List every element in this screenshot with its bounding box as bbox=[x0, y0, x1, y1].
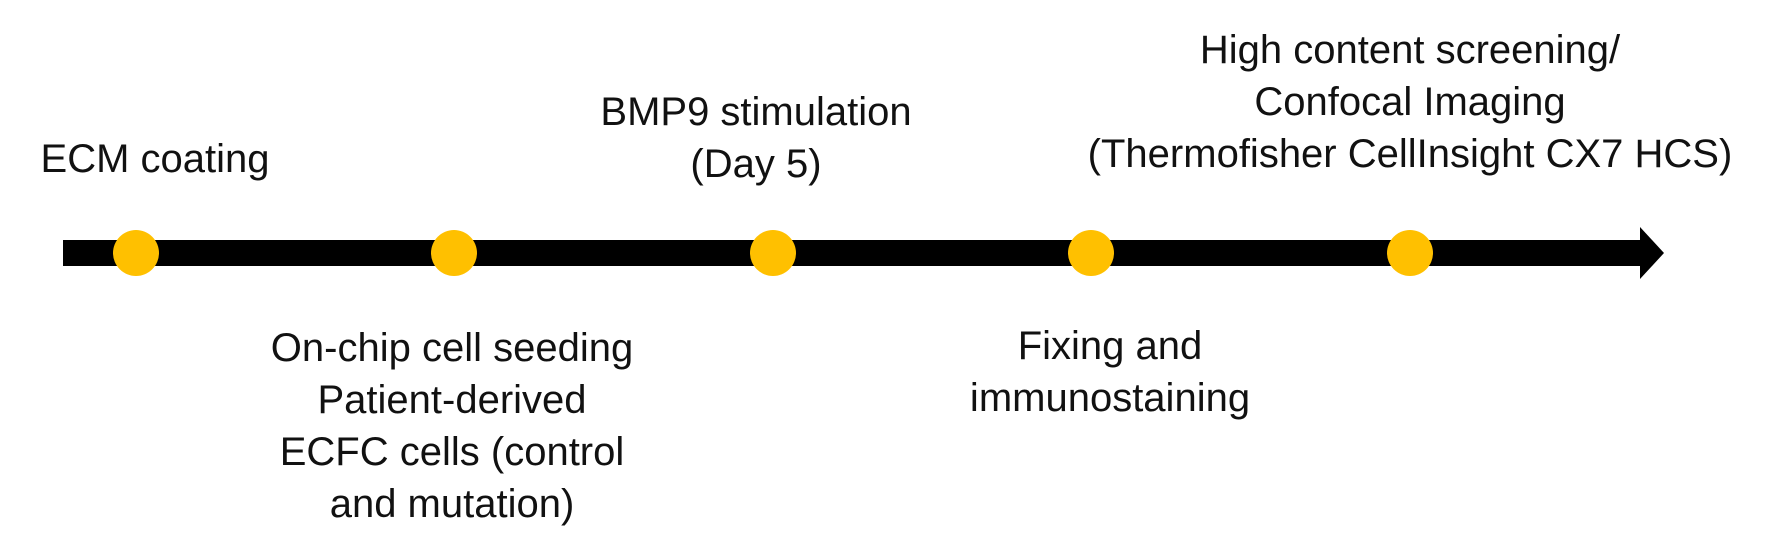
milestone-dot-imaging bbox=[1387, 230, 1433, 276]
label-line: Confocal Imaging bbox=[1254, 80, 1566, 124]
label-line: and mutation) bbox=[329, 482, 575, 526]
milestone-label-fixing: Fixing and immunostaining bbox=[970, 320, 1250, 424]
label-line: High content screening/ bbox=[1199, 28, 1621, 72]
milestone-label-imaging: High content screening/ Confocal Imaging… bbox=[1088, 24, 1733, 180]
milestone-dot-cell-seeding bbox=[431, 230, 477, 276]
label-line: ECM coating bbox=[40, 137, 270, 181]
timeline-arrowhead bbox=[1640, 227, 1664, 279]
milestone-label-cell-seeding: On-chip cell seeding Patient-derived ECF… bbox=[271, 322, 633, 530]
label-line: BMP9 stimulation bbox=[600, 90, 912, 134]
label-line: ECFC cells (control bbox=[279, 430, 625, 474]
milestone-label-bmp9-stimulation: BMP9 stimulation (Day 5) bbox=[600, 86, 911, 190]
timeline-axis bbox=[63, 240, 1643, 266]
label-line: On-chip cell seeding bbox=[270, 326, 634, 370]
milestone-label-ecm-coating: ECM coating bbox=[41, 133, 270, 185]
milestone-dot-fixing bbox=[1068, 230, 1114, 276]
label-line: Patient-derived bbox=[317, 378, 587, 422]
label-line: (Day 5) bbox=[690, 142, 822, 186]
milestone-dot-bmp9-stimulation bbox=[750, 230, 796, 276]
label-line: immunostaining bbox=[969, 376, 1251, 420]
milestone-dot-ecm-coating bbox=[113, 230, 159, 276]
label-line: Fixing and bbox=[1017, 324, 1203, 368]
label-line: (Thermofisher CellInsight CX7 HCS) bbox=[1087, 132, 1733, 176]
